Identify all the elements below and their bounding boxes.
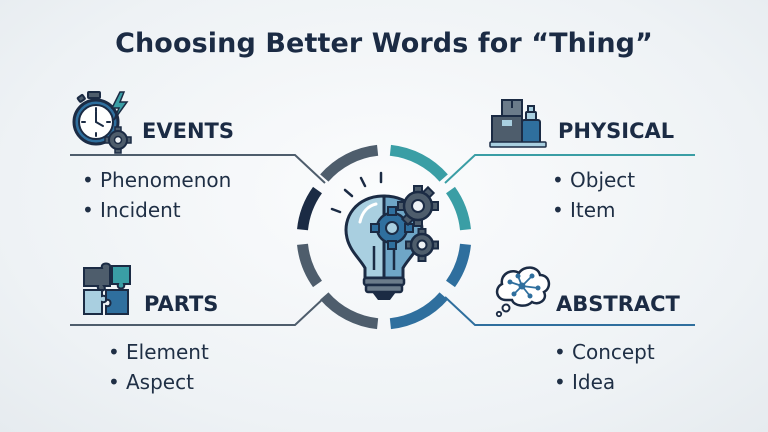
list-item: Phenomenon	[82, 165, 231, 195]
connector-parts	[70, 296, 326, 326]
stopwatch-gear-icon	[72, 91, 132, 154]
heading-events: EVENTS	[142, 119, 234, 143]
heading-physical: PHYSICAL	[558, 119, 675, 143]
list-item: Idea	[554, 367, 655, 397]
ring-segment-bottom-right	[389, 292, 448, 330]
connector-physical	[444, 154, 695, 184]
ring-segment-right-upper	[445, 186, 471, 231]
list-physical: Object Item	[552, 165, 635, 225]
list-parts: Element Aspect	[108, 337, 209, 397]
ring-segment-left-upper	[297, 186, 323, 231]
thought-bubble-network-icon	[495, 266, 551, 318]
list-item: Aspect	[108, 367, 209, 397]
list-item: Element	[108, 337, 209, 367]
ring-segment-top-right	[389, 144, 448, 182]
list-item: Item	[552, 195, 635, 225]
list-item: Incident	[82, 195, 231, 225]
list-item: Concept	[554, 337, 655, 367]
ring-segment-right-lower	[445, 243, 471, 288]
boxes-icon	[489, 99, 547, 148]
connector-events	[70, 154, 326, 184]
list-abstract: Concept Idea	[554, 337, 655, 397]
ring-segment-bottom-left	[320, 292, 379, 330]
page-title: Choosing Better Words for “Thing”	[115, 28, 653, 59]
lightbulb-gears-icon	[330, 171, 439, 300]
heading-abstract: ABSTRACT	[556, 292, 680, 316]
list-events: Phenomenon Incident	[82, 165, 231, 225]
ring-segment-left-lower	[297, 243, 323, 288]
connector-abstract	[444, 296, 695, 326]
heading-parts: PARTS	[144, 292, 219, 316]
ring-segment-top-left	[320, 144, 379, 182]
list-item: Object	[552, 165, 635, 195]
puzzle-icon	[83, 262, 131, 315]
